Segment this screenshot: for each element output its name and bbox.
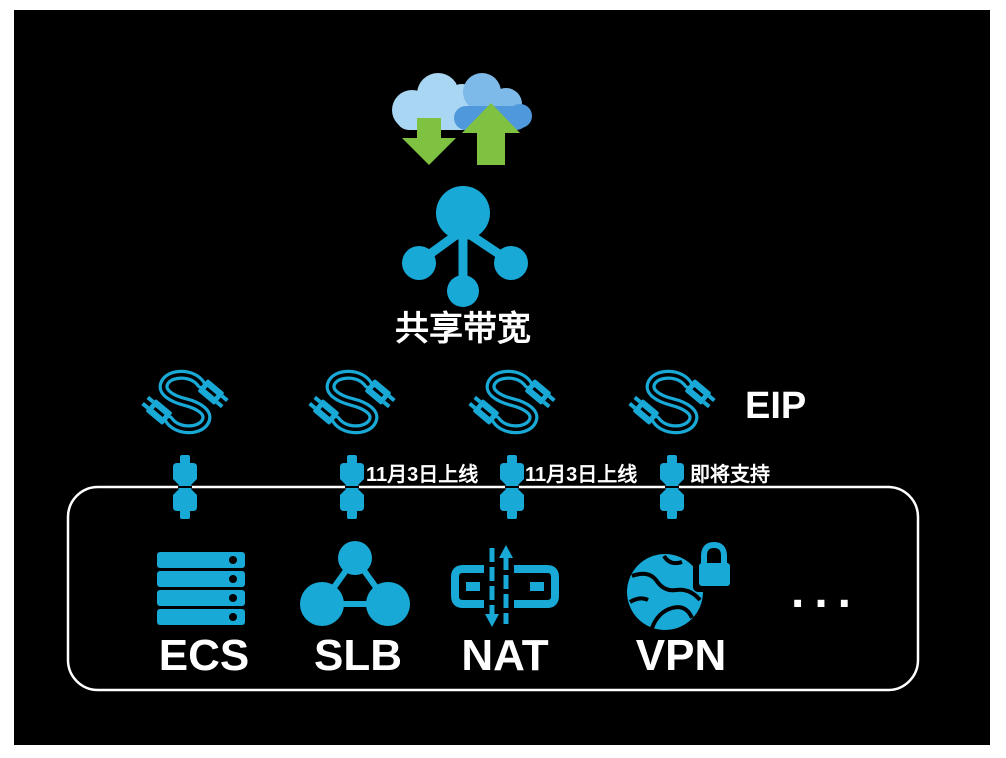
server-icon <box>157 552 245 625</box>
nat-gateway-icon <box>451 545 559 627</box>
upload-arrow-icon <box>462 103 520 165</box>
shared-bandwidth-icon <box>402 186 528 307</box>
load-balancer-icon <box>300 541 410 626</box>
download-arrow-icon <box>402 118 456 165</box>
product-label-nat: NAT <box>461 631 548 680</box>
product-label-vpn: VPN <box>636 631 726 680</box>
eip-label: EIP <box>745 385 806 427</box>
nat-status-label: 11月3日上线 <box>525 462 637 486</box>
slb-status-label: 11月3日上线 <box>366 462 478 486</box>
more-products-ellipsis: ... <box>791 565 861 618</box>
product-label-slb: SLB <box>314 631 402 680</box>
vpn-globe-lock-icon <box>627 538 736 630</box>
cloud-icon <box>392 73 532 130</box>
product-frame <box>66 485 920 692</box>
product-label-ecs: ECS <box>159 631 249 680</box>
shared-bandwidth-label: 共享带宽 <box>395 309 531 348</box>
vpn-status-label: 即将支持 <box>690 462 770 486</box>
